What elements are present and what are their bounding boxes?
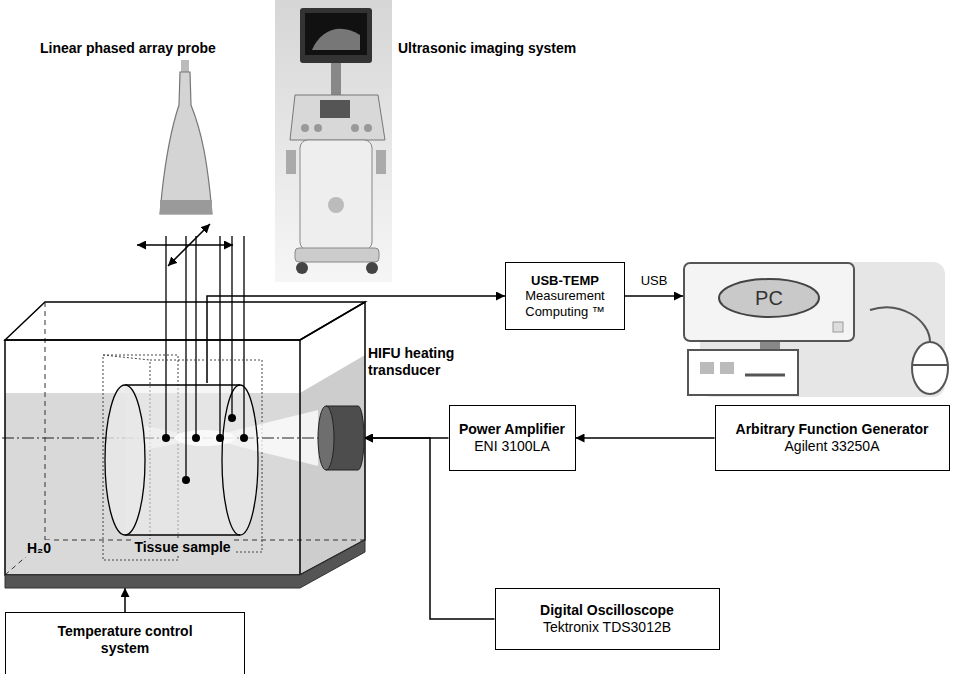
thermocouple-wires <box>165 236 166 383</box>
hifu-transducer: HIFU heating transducer <box>318 405 364 471</box>
shape-outline <box>318 405 364 471</box>
node-subtitle: Measurement Computing ™ <box>515 288 615 319</box>
shape-outline <box>103 355 150 360</box>
amplifier-box: Power AmplifierENI 3100LA <box>449 405 576 471</box>
tissue-sample: Tissue sample <box>100 383 265 563</box>
imaging-system-picture <box>296 262 308 274</box>
controller-box: Temperature control system <box>5 612 245 674</box>
water-tank: H₂0 Tissue sample <box>5 300 367 588</box>
imaging-system-picture <box>312 29 360 50</box>
ultrasound-probe <box>181 60 189 72</box>
imaging-system-picture <box>275 0 392 282</box>
computer-picture <box>912 364 948 366</box>
shape-outline <box>185 383 186 480</box>
shape-outline <box>195 383 196 438</box>
shape-outline <box>5 540 365 588</box>
imaging-system-picture <box>290 95 385 140</box>
node-title: H₂0 <box>25 540 53 557</box>
imaging-system-picture <box>305 13 367 55</box>
imaging-system-picture <box>328 197 344 213</box>
thermocouple-wires <box>243 236 244 383</box>
computer-picture <box>688 350 798 395</box>
computer-picture <box>745 374 785 377</box>
picture-label: Ultrasonic imaging system <box>398 40 576 57</box>
shape-outline <box>231 383 232 418</box>
shape-outline <box>162 434 170 442</box>
shape-outline <box>719 279 819 317</box>
shape-outline <box>216 434 224 442</box>
shape-outline <box>300 355 365 575</box>
thermocouple-wires <box>195 236 196 383</box>
node-title: Arbitrary Function Generator <box>736 421 929 438</box>
imaging-system-picture <box>351 124 359 132</box>
shape-outline <box>105 385 145 535</box>
shape-outline <box>228 414 236 422</box>
shape-outline <box>243 383 244 438</box>
shape-outline <box>45 302 46 540</box>
node-title: Digital Oscilloscope <box>540 602 674 619</box>
shape-outline <box>165 383 166 438</box>
computer-picture <box>870 307 930 342</box>
imaging-system-picture <box>376 150 386 174</box>
node-title: PC <box>755 286 783 310</box>
shape-outline <box>684 263 854 341</box>
shape-outline <box>100 383 265 563</box>
thermocouple-wires <box>219 236 220 383</box>
generator-box: Arbitrary Function GeneratorAgilent 3325… <box>715 405 950 471</box>
computer-monitor: PC <box>683 262 855 342</box>
shape-outline <box>240 434 248 442</box>
shape-outline <box>125 534 240 535</box>
shape-outline <box>125 384 240 385</box>
shape-outline <box>318 406 334 470</box>
imaging-system-picture <box>300 140 372 250</box>
computer-picture <box>912 342 948 394</box>
shape-outline <box>219 383 220 438</box>
shape-outline <box>192 434 200 442</box>
computer-picture <box>700 362 714 374</box>
shape-outline <box>300 302 365 575</box>
ultrasound-probe <box>160 60 212 214</box>
arrow-connector <box>124 588 126 612</box>
shape-outline <box>175 430 235 446</box>
imaging-system-picture <box>300 8 372 63</box>
imaging-system-picture <box>331 63 341 95</box>
shape-outline <box>5 340 300 575</box>
imaging-system-picture <box>301 124 309 132</box>
node-title: Tissue sample <box>131 539 233 556</box>
node-subtitle: ENI 3100LA <box>474 438 550 455</box>
imaging-system-picture <box>366 262 378 274</box>
node-title: Power Amplifier <box>459 421 565 438</box>
imaging-system-picture <box>364 124 372 132</box>
ultrasound-probe <box>160 200 212 214</box>
edge-label: USB <box>639 273 670 289</box>
shape-outline <box>833 322 843 332</box>
imaging-system-picture <box>320 100 350 118</box>
picture-label: Linear phased array probe <box>40 40 216 57</box>
thermocouple-wires <box>231 236 232 383</box>
imaging-system-picture <box>295 248 379 262</box>
arrow-connector <box>625 295 683 297</box>
node-title: USB-TEMP <box>531 273 599 289</box>
node-title: Temperature control system <box>40 623 210 657</box>
arrow-connector <box>576 437 715 439</box>
probe-motion-arrows <box>137 224 233 266</box>
computer-picture <box>760 342 780 350</box>
node-subtitle: Tektronix TDS3012B <box>543 619 671 636</box>
node-title: HIFU heating transducer <box>368 345 478 379</box>
imaging-system-picture <box>286 150 296 174</box>
ultrasound-probe <box>160 72 212 214</box>
imaging-system-picture <box>275 0 392 282</box>
oscilloscope-box: Digital OscilloscopeTektronix TDS3012B <box>495 588 720 650</box>
computer-picture <box>720 362 734 374</box>
imaging-system-picture <box>314 124 322 132</box>
probe-motion-arrows <box>168 224 210 266</box>
thermocouple-wires <box>185 236 186 383</box>
shape-outline <box>222 385 258 535</box>
node-subtitle: Agilent 33250A <box>785 438 880 455</box>
probe-motion-arrows <box>137 244 233 246</box>
daq-box: USB-TEMPMeasurement Computing ™ <box>505 262 625 330</box>
shape-outline <box>182 476 190 484</box>
